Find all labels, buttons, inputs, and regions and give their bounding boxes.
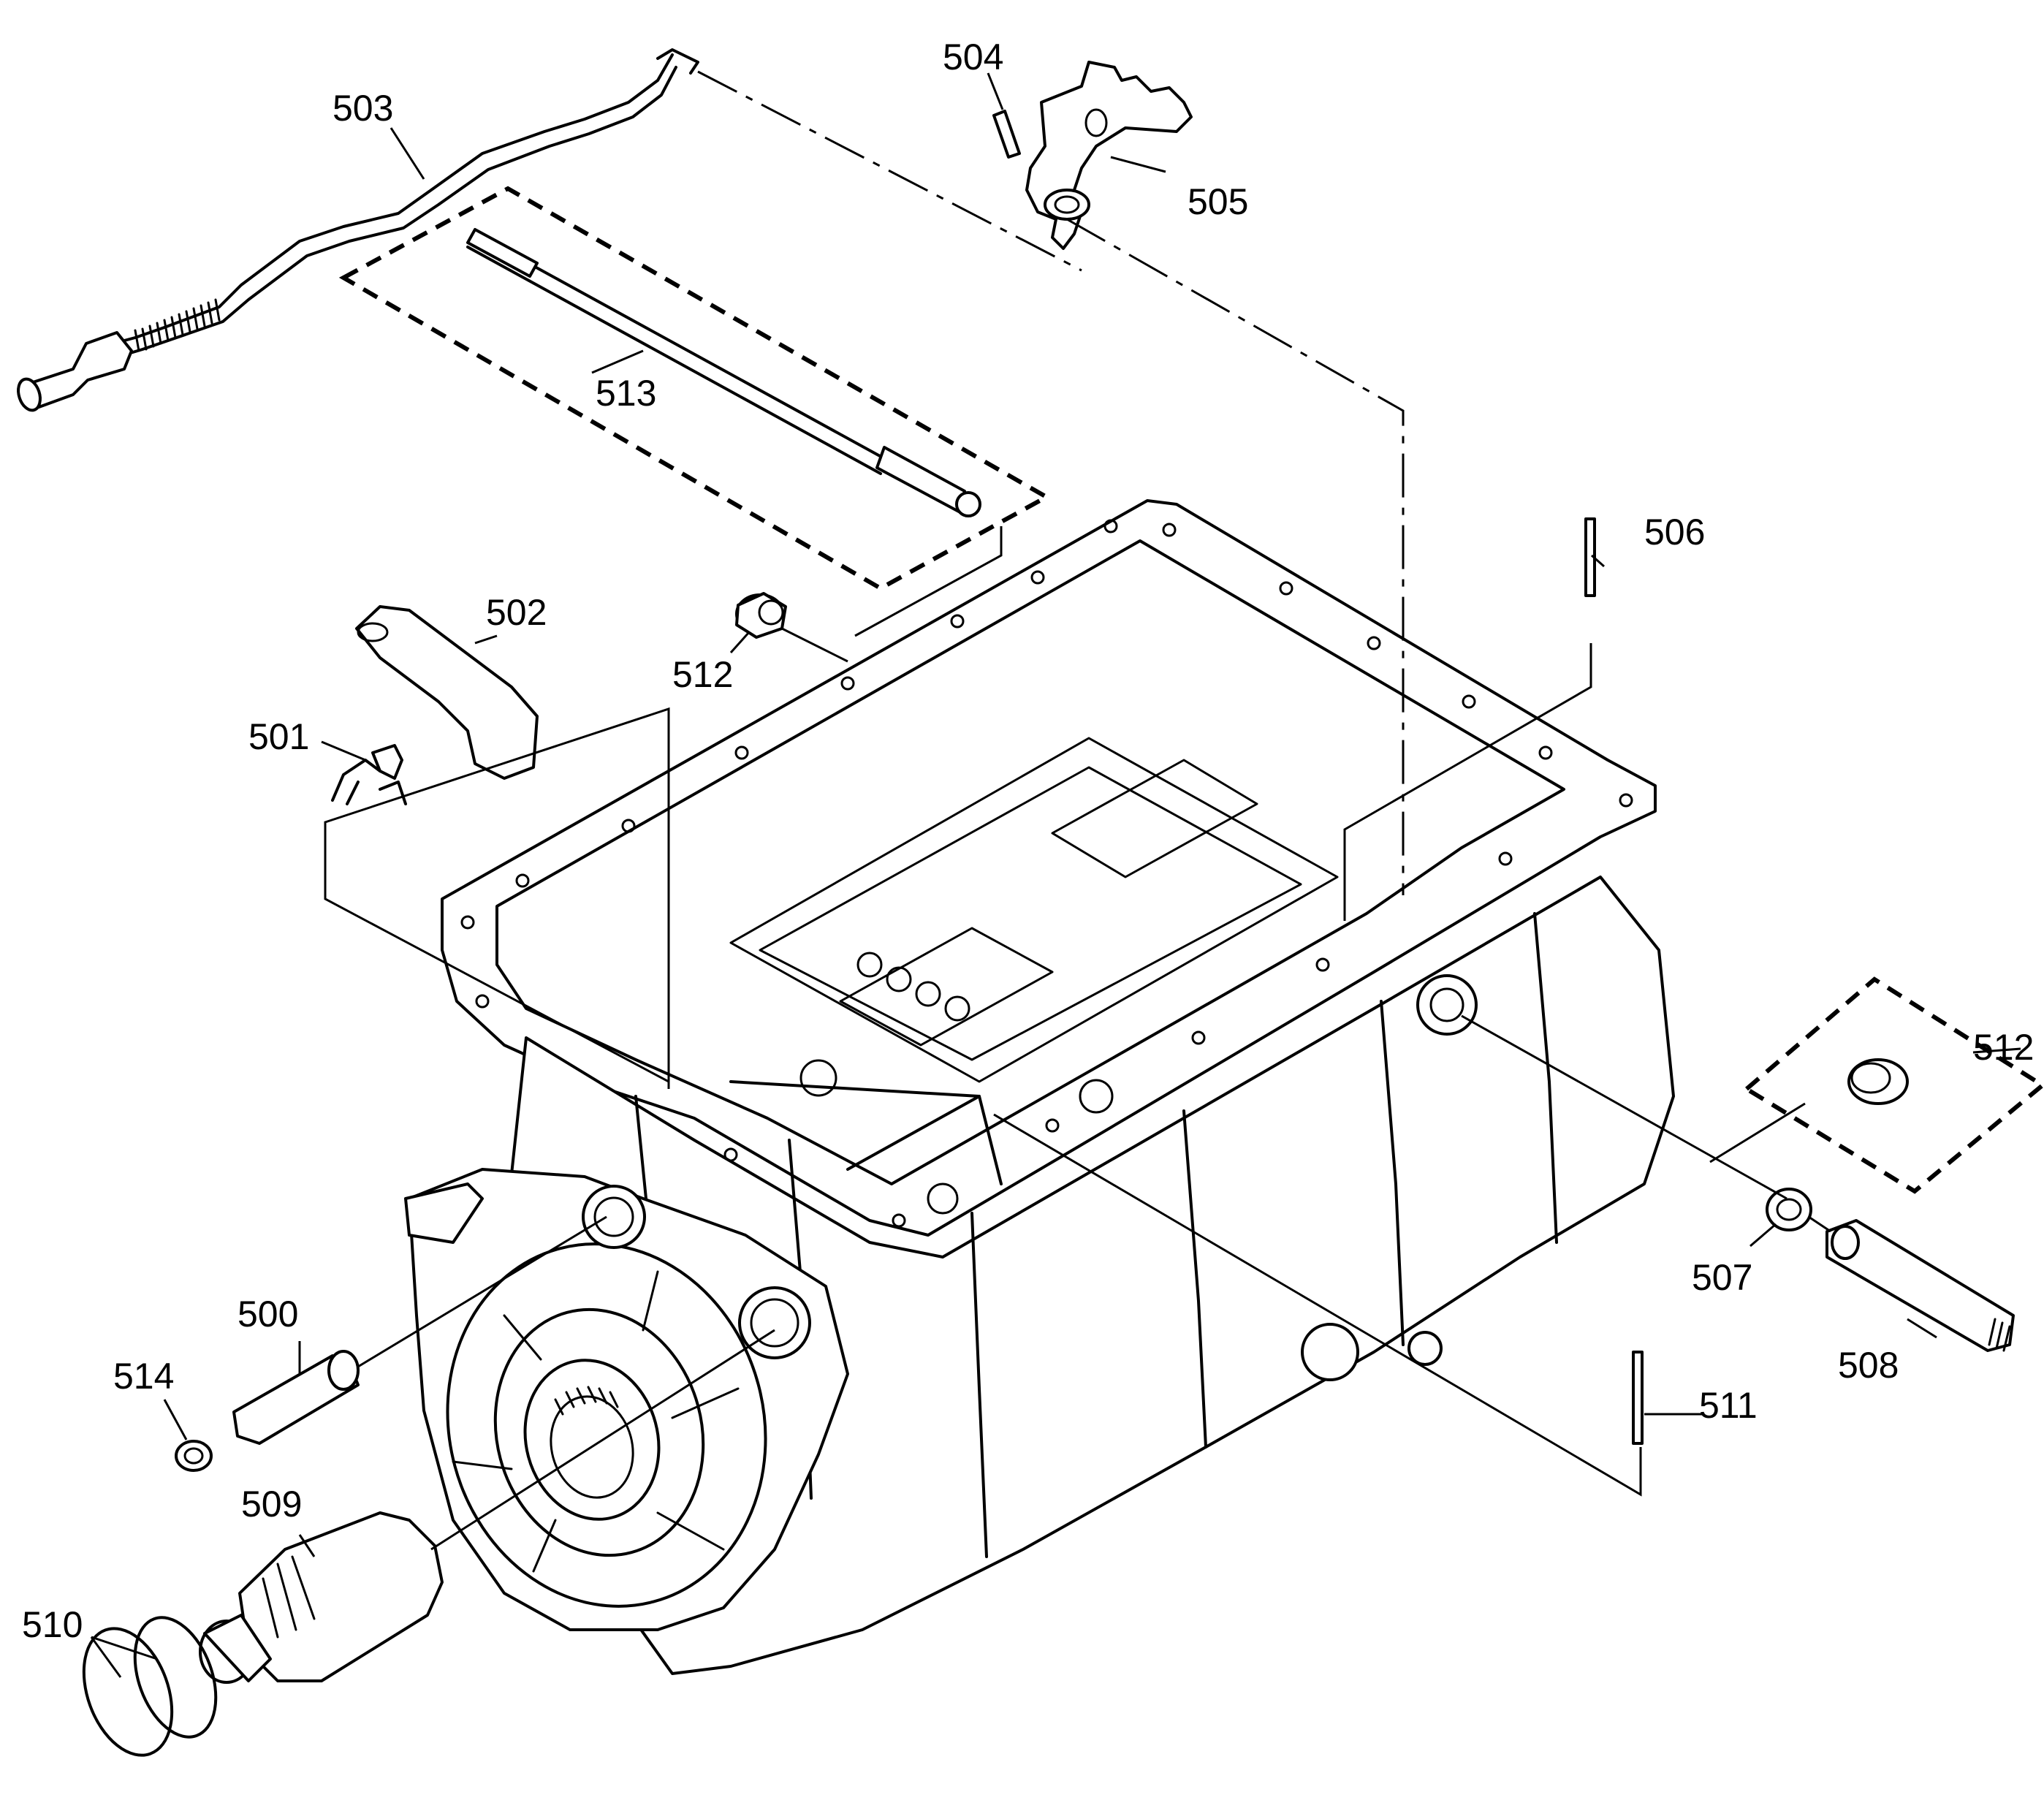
callout-514: 514 [113, 1356, 174, 1397]
callout-506: 506 [1644, 512, 1705, 553]
transmission-case [404, 499, 1675, 1675]
callout-leaders [90, 72, 2021, 1678]
part-503-shift-rod [17, 48, 699, 412]
part-514-seal [175, 1440, 213, 1472]
callout-511: 511 [1699, 1385, 1758, 1426]
assembly-lines [357, 70, 1831, 1551]
callout-509: 509 [241, 1484, 302, 1525]
callout-513: 513 [596, 373, 656, 414]
callout-512-right: 512 [1973, 1027, 2034, 1068]
part-511-pin [1632, 1351, 1644, 1445]
part-507-seal [1766, 1188, 1812, 1231]
callout-508: 508 [1838, 1345, 1899, 1386]
part-500-sleeve [232, 1350, 360, 1445]
part-509-filter [199, 1511, 444, 1684]
part-512-bushing-top [735, 592, 787, 639]
part-508-shaft [1825, 1219, 2015, 1352]
part-512-bushing-right [1742, 976, 2044, 1194]
callout-510: 510 [22, 1604, 83, 1645]
callout-500: 500 [238, 1294, 298, 1334]
callout-501: 501 [248, 716, 309, 757]
callout-512-top: 512 [672, 654, 733, 695]
callout-502: 502 [486, 592, 547, 633]
callout-507: 507 [1692, 1257, 1752, 1298]
part-502-detent-spring [355, 605, 539, 780]
part-513-shaft [338, 186, 1052, 591]
callout-503: 503 [333, 88, 393, 129]
callout-504: 504 [943, 37, 1003, 77]
flange-bolt-holes [460, 519, 1633, 1228]
callout-505: 505 [1188, 181, 1248, 222]
callout-labels: 503 504 505 506 513 502 512 501 512 507 … [22, 37, 2034, 1645]
part-505-detent-lever [992, 61, 1193, 250]
part-510-o-rings [82, 1616, 218, 1757]
